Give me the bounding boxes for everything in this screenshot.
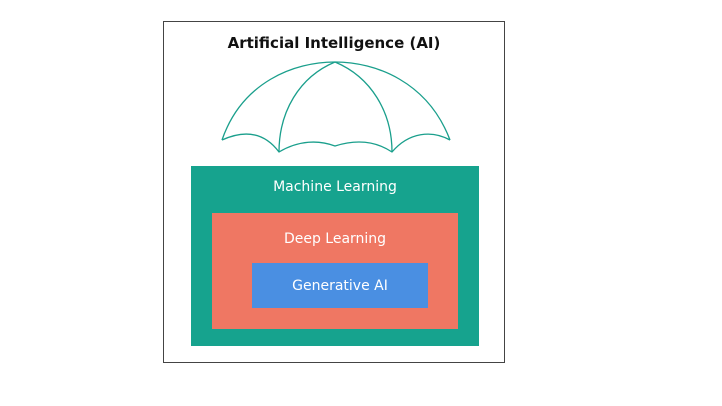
machine-learning-label: Machine Learning bbox=[273, 179, 397, 195]
umbrella-icon bbox=[221, 61, 451, 153]
umbrella-rib-left bbox=[278, 61, 336, 153]
deep-learning-layer: Deep Learning Generative AI bbox=[212, 213, 458, 329]
umbrella-rib-right bbox=[334, 61, 393, 153]
umbrella-edge bbox=[221, 133, 451, 153]
diagram-title: Artificial Intelligence (AI) bbox=[227, 34, 441, 52]
deep-learning-label: Deep Learning bbox=[283, 231, 387, 247]
umbrella-canopy bbox=[221, 61, 451, 141]
diagram-frame: Artificial Intelligence (AI) Machine Lea… bbox=[163, 21, 505, 363]
generative-ai-label: Generative AI bbox=[292, 277, 388, 294]
machine-learning-layer: Machine Learning Deep Learning Generativ… bbox=[191, 166, 479, 346]
generative-ai-layer: Generative AI bbox=[252, 263, 428, 308]
